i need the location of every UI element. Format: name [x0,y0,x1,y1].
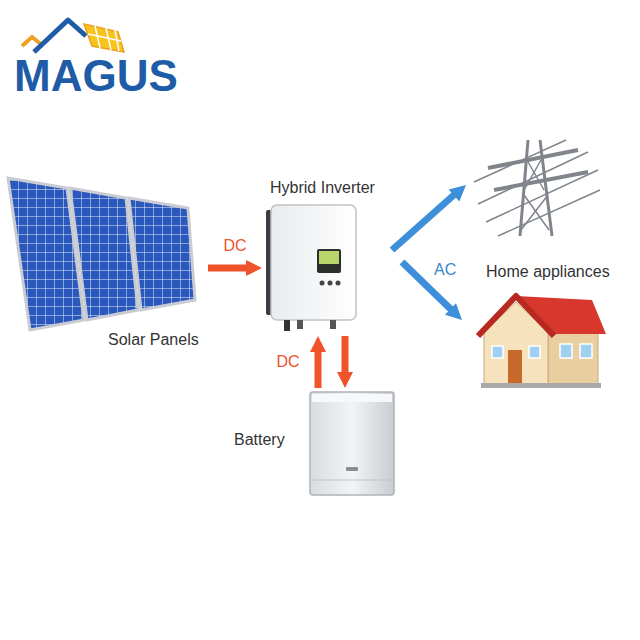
inverter-unit [266,205,356,331]
arrow-head [310,336,326,352]
arrow-head [246,260,262,276]
battery-cabinet [310,392,394,495]
flow-arrow [310,336,326,388]
brand-logo: MAGUS [14,54,178,98]
current-label: AC [434,262,456,278]
node-label: Home appliances [486,262,610,282]
power-pylon [474,140,600,236]
solar-panels-node: Solar Panels [8,170,208,360]
arrow-head [445,303,462,320]
node-label: Solar Panels [108,330,199,350]
edge-label: DC [223,237,246,255]
node-label: Battery [234,430,285,450]
logo-roof [22,20,124,52]
flow-arrow [208,260,262,276]
arrow-shaft [342,336,349,376]
home-node: Home appliances [462,260,634,388]
battery-node: Battery [232,388,400,498]
house [478,296,606,388]
arrow-head [337,372,353,388]
arrow-shaft [208,265,250,272]
arrow-shaft [315,348,322,388]
edge-label: DC [276,353,299,371]
flow-arrow [402,262,462,320]
node-label: Hybrid Inverter [270,178,375,198]
solar-panel-array [8,178,195,330]
flow-arrow [337,336,353,388]
inverter-node: Hybrid Inverter [262,178,402,336]
grid-arrow [392,185,466,250]
